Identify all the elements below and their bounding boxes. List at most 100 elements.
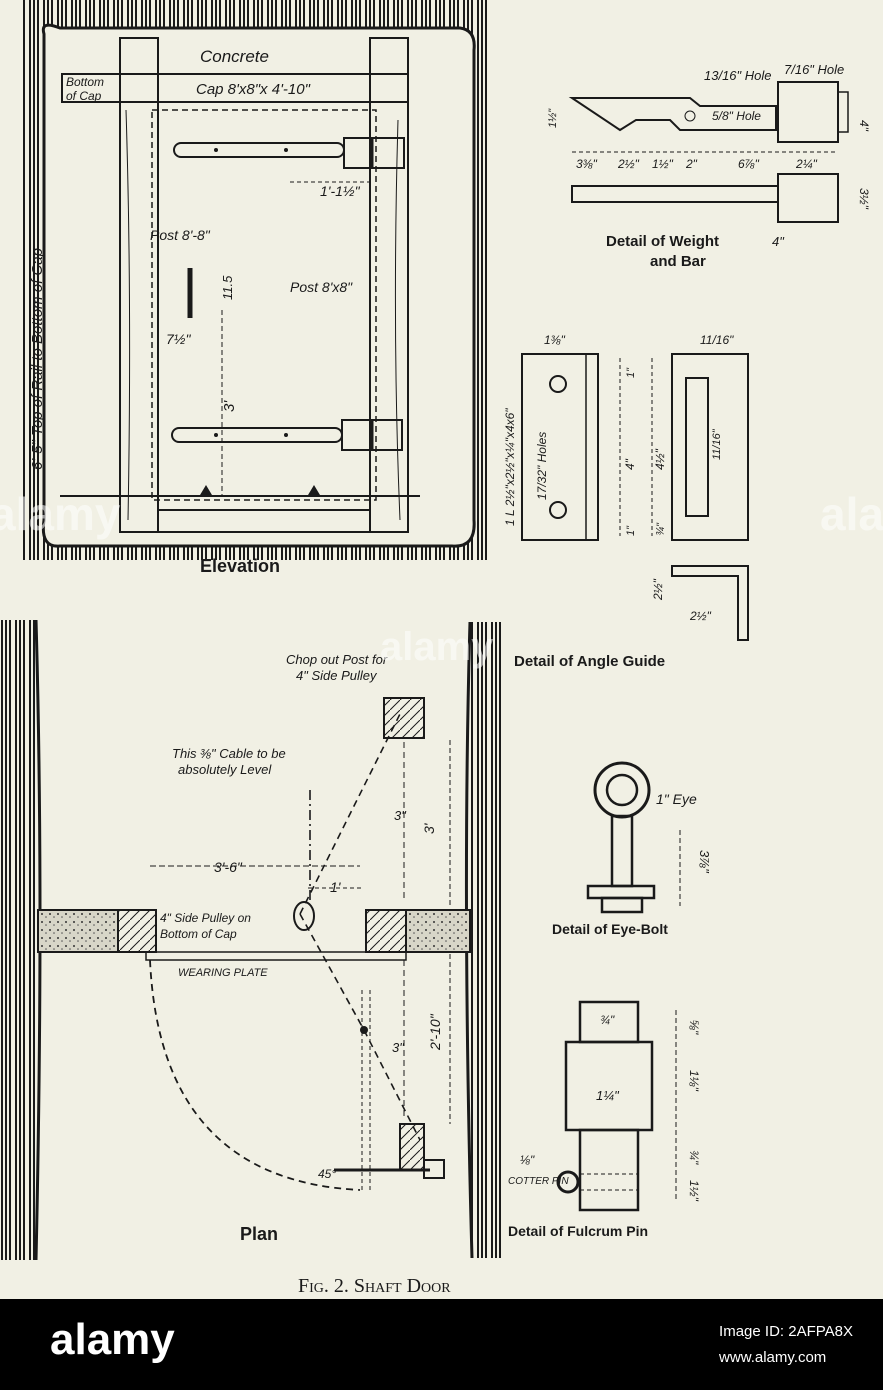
bolt-washer (586, 884, 656, 900)
figure-caption: Fig. 2. Shaft Door (298, 1275, 451, 1297)
eye-label: 1" Eye (656, 791, 697, 807)
angle-section (671, 565, 749, 641)
dim-4-label: 4" (623, 458, 637, 470)
dim-2-5-a-label: 2½" (651, 578, 665, 601)
cotter-pin (556, 1170, 580, 1194)
angle-guide-title: Detail of Angle Guide (514, 653, 665, 670)
dim-2-1-2: 2½" (617, 157, 640, 171)
weight-title-1: Detail of Weight (606, 233, 719, 250)
angle-leg-a (521, 353, 599, 541)
dim-1-5-label: 1½" (547, 108, 559, 128)
concrete-label: Concrete (200, 47, 269, 66)
dim-1-1-2-label: 1'-1½" (320, 183, 361, 199)
hole-bottom (549, 501, 567, 519)
dim-angle-label: 45° (318, 1167, 336, 1181)
cable-line (299, 713, 401, 915)
image-id: Image ID: 2AFPA8X (719, 1323, 853, 1340)
dim-11-5-label: 11.5 (220, 275, 235, 300)
wearing-plate-label: WEARING PLATE (178, 967, 268, 979)
hole-13-16-label: 13/16" Hole (704, 68, 772, 83)
cable-note-1: This ⅜" Cable to be (172, 746, 286, 761)
footer-logo[interactable]: alamy (50, 1315, 175, 1364)
site-link[interactable]: www.alamy.com (719, 1349, 827, 1366)
dim-3-6-label: 3'-6" (214, 859, 243, 875)
dim-3in-b-label: 3" (392, 1040, 405, 1055)
bar-plan (571, 185, 779, 203)
dim-3-8-label: 3⅞" (697, 850, 712, 874)
pulley-note-2: Bottom of Cap (160, 927, 237, 941)
hole-5-8-label: 5/8" Hole (712, 109, 761, 123)
footer-bar: alamy Image ID: 2AFPA8X www.alamy.com (0, 1299, 883, 1390)
fulcrum-title: Detail of Fulcrum Pin (508, 1223, 648, 1239)
weight-title-2: and Bar (650, 253, 706, 270)
weight-post (399, 1123, 425, 1171)
cotter-size-label: ⅛" (520, 1153, 535, 1167)
bolt-nut (600, 896, 644, 914)
dim-3-label: 3' (221, 400, 238, 412)
elevation-title: Elevation (200, 556, 280, 576)
dim-1-25-label: 1¼" (596, 1088, 620, 1103)
weight-plan (777, 173, 839, 223)
watermark-right: alamy (820, 488, 883, 540)
cap-section-left (37, 909, 119, 953)
hole-5-8 (684, 110, 696, 122)
hole-top (549, 375, 567, 393)
plan-title: Plan (240, 1224, 278, 1244)
eye-ring (593, 761, 651, 819)
dim-7-5-label: 7½" (166, 331, 191, 347)
opening-outline (41, 23, 476, 548)
vertical-dimension-label: 6'-5" Top of Rail to Bottom of Cap (29, 248, 46, 470)
bottom-of-cap-label-2: of Cap (66, 89, 102, 103)
bar-elevation (568, 97, 777, 132)
elevation-view: Concrete Cap 8'x8"x 4'-10" Bottom of Cap… (22, 0, 490, 576)
dim-3-4-mid-label: ¾" (687, 1150, 701, 1165)
bolt-shank (610, 814, 634, 888)
post-right (369, 37, 409, 533)
dim-1-3-8-label: 1⅜" (544, 333, 566, 347)
door-outline (151, 109, 377, 501)
dim-3-4-label: ¾" (655, 522, 667, 536)
drawing-canvas: Concrete Cap 8'x8"x 4'-10" Bottom of Cap… (0, 0, 883, 1297)
cap-size-label: Cap 8'x8"x 4'-10" (196, 81, 311, 98)
holes-label: 17/32" Holes (535, 432, 549, 500)
dim-1-5-label: 1½" (687, 1180, 701, 1202)
watermark-center: alamy (380, 625, 494, 669)
rails (199, 485, 321, 497)
sill (157, 509, 371, 533)
dim-3-4-top-label: ¾" (600, 1013, 615, 1027)
dim-3-3-8: 3⅜" (576, 157, 598, 171)
cotter-label: COTTER PIN (508, 1176, 569, 1187)
rock-left (0, 620, 36, 1260)
dim-6-7-8: 6⅞" (738, 157, 760, 171)
chop-out-label-1: Chop out Post for (286, 652, 388, 667)
dim-5-8-label: ⅝" (687, 1020, 701, 1035)
post-left-label: Post 8'-8" (150, 227, 211, 243)
dim-3in-a-label: 3" (394, 808, 407, 823)
dim-1-2-label: 1" (625, 525, 637, 536)
dim-1-1-2: 1½" (652, 157, 674, 171)
bottom-of-cap-label-1: Bottom (66, 75, 104, 89)
chop-out-label-2: 4" Side Pulley (296, 668, 378, 683)
dim-2-10-label: 2'-10" (427, 1013, 443, 1051)
fulcrum-pin-detail: ¾" ⅝" 1¼" 1⅛" ¾" 1½" ⅛" COTTER PIN Detai… (508, 1000, 701, 1239)
angle-member-label: 1 L 2½"x2½"x¼"x4x6" (503, 408, 517, 526)
post-section-right (365, 909, 407, 953)
dim-11-16-slot-label: 11/16" (711, 428, 723, 460)
dim-2-1-4: 2¼" (795, 157, 818, 171)
footer-meta: Image ID: 2AFPA8X www.alamy.com (719, 1319, 853, 1371)
rock-right (470, 622, 504, 1258)
dim-11-16-label: 11/16" (700, 333, 734, 347)
dim-3ft-label: 3' (421, 822, 437, 834)
weight-elevation (777, 81, 839, 143)
hole-7-16-label: 7/16" Hole (784, 62, 844, 77)
hinge-bottom (171, 419, 403, 451)
dim-2-5-b-label: 2½" (689, 609, 712, 623)
dim-2: 2" (685, 157, 698, 171)
side-pulley (293, 901, 315, 931)
post-right-label: Post 8'x8" (290, 279, 353, 295)
angle-guide-detail: 1⅜" 11/16" 1 L 2½"x2½"x¼"x4x6" 17/32" Ho… (503, 333, 749, 670)
post-left (119, 37, 159, 533)
pulley-note-1: 4" Side Pulley on (160, 911, 251, 925)
dim-4-5-label: 4½" (653, 448, 667, 470)
